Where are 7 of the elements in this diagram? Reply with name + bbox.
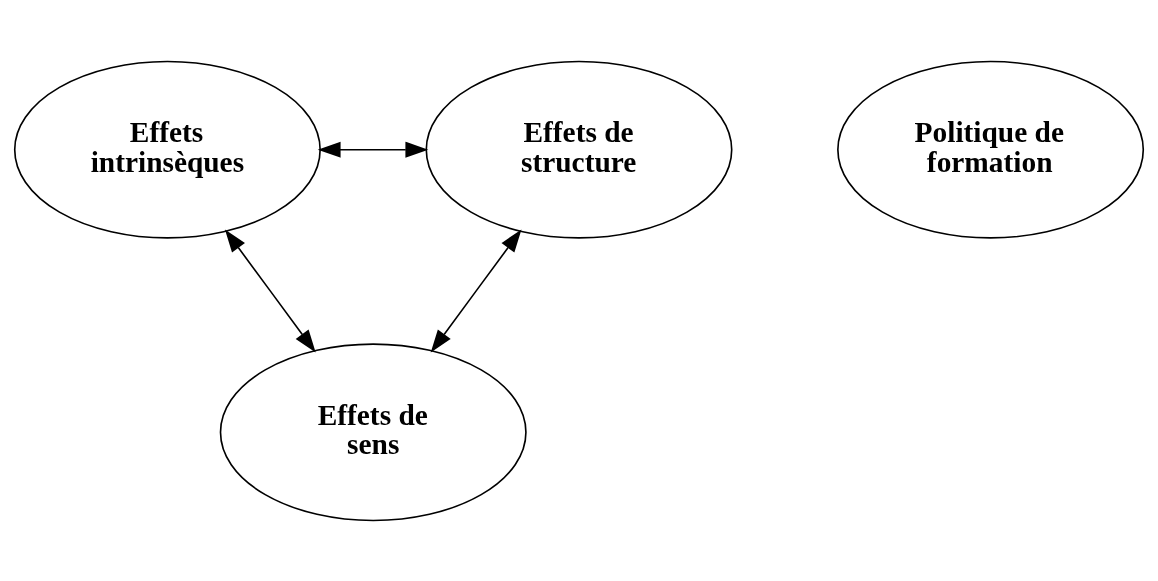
node-ellipse: Politique de formation <box>837 60 1145 239</box>
arrow <box>317 141 429 158</box>
arrow <box>430 228 522 353</box>
node-ellipse: Effets de sens <box>219 342 527 521</box>
node-ellipse: Effets de structure <box>425 60 733 239</box>
arrow <box>224 228 316 353</box>
node-ellipse: Effets intrinsèques <box>13 60 321 239</box>
